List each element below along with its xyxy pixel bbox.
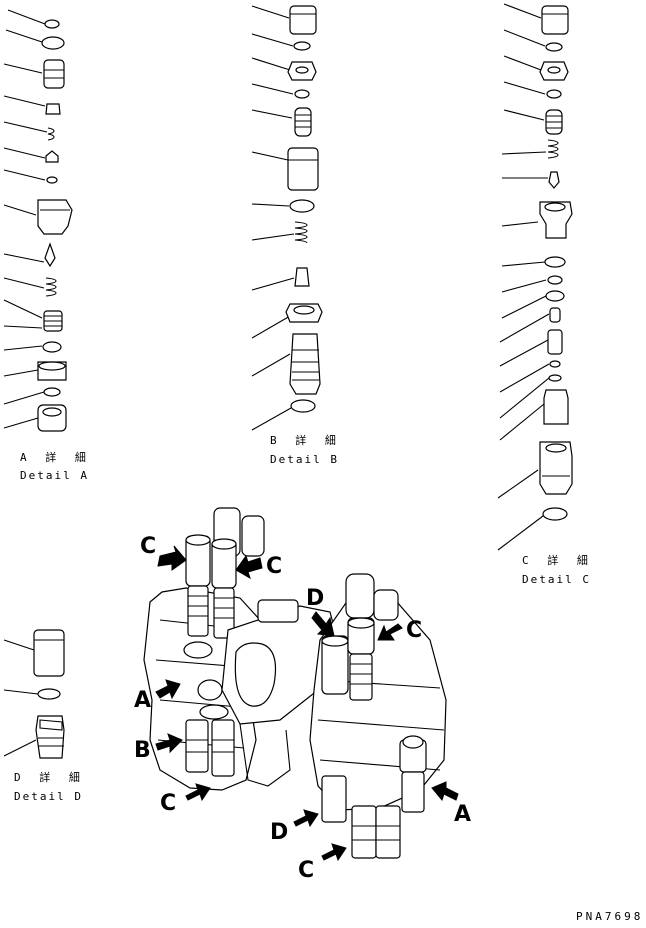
detail-c-parts bbox=[497, 3, 573, 551]
arrow-a2 bbox=[431, 781, 459, 802]
detail-c-caption-en: Detail C bbox=[522, 573, 591, 586]
label-d1: D bbox=[306, 586, 325, 611]
label-a1: A bbox=[134, 688, 152, 713]
pointer-arrows bbox=[155, 545, 459, 862]
label-c3: C bbox=[406, 618, 423, 643]
label-b1: B bbox=[134, 738, 151, 763]
arrow-a1 bbox=[155, 679, 181, 700]
arrow-c4 bbox=[185, 783, 211, 802]
label-c4: C bbox=[160, 791, 177, 816]
drawing-code: PNA7698 bbox=[576, 910, 644, 923]
label-a2: A bbox=[454, 802, 472, 827]
label-c5: C bbox=[298, 858, 315, 883]
valve-assembly bbox=[143, 507, 447, 859]
label-d2: D bbox=[270, 820, 289, 845]
label-c2: C bbox=[266, 554, 283, 579]
detail-d-parts bbox=[3, 629, 65, 759]
arrow-b1 bbox=[155, 733, 183, 754]
detail-c-caption-jp: C 詳 細 bbox=[522, 554, 594, 567]
arrow-c2 bbox=[235, 554, 263, 580]
arrow-d2 bbox=[293, 809, 319, 828]
detail-b-caption-en: Detail B bbox=[270, 453, 339, 466]
detail-b-parts bbox=[251, 5, 323, 431]
detail-a-caption-en: Detail A bbox=[20, 469, 89, 482]
arrow-c3 bbox=[377, 623, 403, 641]
detail-d-caption-jp: D 詳 細 bbox=[14, 771, 86, 784]
detail-d-caption-en: Detail D bbox=[14, 790, 83, 803]
detail-b-caption-jp: B 詳 細 bbox=[270, 434, 342, 447]
arrow-c5 bbox=[321, 843, 347, 862]
arrow-c1 bbox=[157, 545, 187, 571]
detail-a-caption-jp: A 詳 細 bbox=[20, 451, 92, 464]
detail-a-parts bbox=[3, 9, 73, 432]
arrow-d1 bbox=[311, 611, 335, 637]
label-c1: C bbox=[140, 534, 157, 559]
